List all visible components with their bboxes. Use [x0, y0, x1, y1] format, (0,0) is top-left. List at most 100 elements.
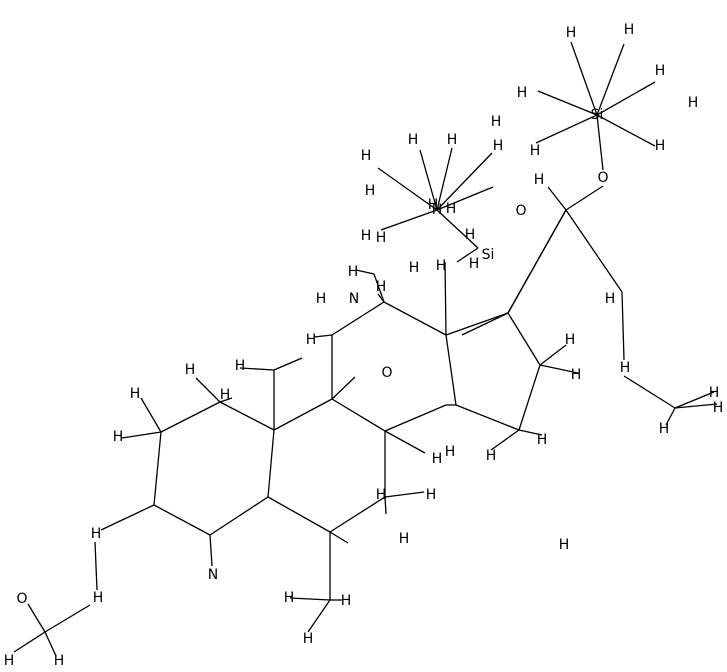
atom-label-h: H	[426, 487, 437, 503]
atom-label-o: H	[620, 360, 631, 376]
atom-label-h: O	[16, 591, 27, 607]
atom-label-h: H	[284, 590, 295, 606]
bond-line	[436, 152, 493, 211]
atom-label-h: H	[235, 358, 246, 374]
atom-label-h: H	[493, 138, 504, 154]
atom-label-h: H	[491, 114, 502, 130]
bond-line	[209, 534, 213, 567]
bond-line	[219, 401, 275, 431]
bond-line	[570, 41, 598, 116]
bond-line	[444, 261, 447, 336]
atom-label-h: H	[447, 132, 458, 148]
bond-line	[267, 429, 275, 498]
bond-line	[547, 186, 567, 211]
bond-line	[239, 367, 275, 371]
bond-line	[436, 209, 479, 249]
atom-label-h: H	[185, 362, 196, 378]
atom-label-h: H	[566, 25, 577, 41]
bond-line	[596, 81, 656, 116]
bond-line	[331, 301, 385, 336]
atom-label-h: H	[130, 386, 141, 402]
bond-line	[436, 147, 453, 211]
atom-label-h: H	[113, 429, 124, 445]
atom-label-o: H	[93, 590, 104, 606]
bond-line	[140, 397, 162, 433]
bond-line	[674, 403, 718, 409]
bond-line	[329, 496, 386, 533]
atom-label-h: H	[537, 432, 548, 448]
atom-label-h: H	[220, 387, 231, 403]
bond-line	[331, 376, 356, 400]
atom-label-h: H	[4, 653, 15, 669]
atom-label-h: H	[559, 537, 570, 553]
bond-line	[461, 312, 509, 336]
atom-label-h: H	[709, 385, 720, 401]
bond-line	[307, 599, 331, 633]
bond-line	[384, 491, 425, 498]
atom-label-h: H	[446, 201, 457, 217]
bond-line	[44, 604, 91, 633]
bond-line	[195, 377, 221, 403]
atom-label-h: H	[428, 197, 439, 213]
bond-line	[596, 43, 625, 116]
atom-label-h: N	[208, 567, 218, 583]
atom-label-h: H	[655, 63, 666, 79]
atom-label-h: H	[465, 227, 476, 243]
bond-line	[539, 364, 579, 374]
atom-label-h: H	[713, 400, 724, 416]
atom-label-h: H	[659, 421, 670, 437]
bond-line	[219, 397, 233, 403]
atom-label-h: H	[445, 444, 456, 460]
bond-line	[160, 401, 221, 433]
bond-line	[419, 149, 438, 211]
atom-label-h: H	[376, 279, 387, 295]
atom-label-h: H	[408, 132, 419, 148]
atom-label-h: H	[316, 291, 327, 307]
bond-line	[44, 631, 57, 657]
bond-line	[674, 391, 715, 409]
atom-label-h: O	[515, 203, 526, 219]
bond-line	[445, 334, 457, 406]
bond-line	[507, 209, 567, 314]
bond-line	[384, 404, 447, 432]
bond-line	[518, 364, 541, 431]
atom-label-h: H	[361, 228, 372, 244]
atom-label-h: H	[432, 451, 443, 467]
bond-line	[100, 504, 155, 531]
bond-line	[153, 431, 162, 506]
bond-line	[436, 186, 494, 211]
bond-line	[537, 90, 598, 116]
bond-line	[273, 357, 303, 371]
atom-label-h: H	[486, 448, 497, 464]
bond-line	[153, 504, 211, 536]
atom-label-h: H	[303, 631, 314, 647]
atom-label-h: H	[436, 258, 447, 274]
bond-line	[565, 209, 623, 293]
atom-label-h: H	[565, 332, 576, 348]
atom-label-h: H	[54, 653, 65, 669]
atom-label-n: H	[605, 291, 616, 307]
bond-line	[384, 496, 387, 515]
atom-label-h: H	[341, 593, 352, 609]
atom-label-h: H	[530, 143, 541, 159]
bond-line	[289, 597, 331, 601]
bond-line	[313, 334, 333, 338]
bond-line	[267, 496, 331, 533]
bond-line	[535, 114, 598, 144]
bond-line	[455, 404, 520, 431]
bond-line	[621, 291, 625, 361]
bond-line	[456, 247, 479, 263]
atom-label-h: N	[349, 291, 359, 307]
bond-line	[94, 541, 98, 591]
bond-line	[377, 167, 438, 211]
bond-line	[539, 344, 567, 366]
atom-label-h: O	[381, 365, 392, 381]
atom-label-h: H	[517, 85, 528, 101]
atom-label-si: H	[432, 202, 443, 218]
atom-label-layer: H H H H H Si H H H H O H H H H H H Si O …	[4, 22, 724, 669]
atom-label-h: H	[348, 264, 359, 280]
bond-line	[596, 114, 656, 147]
bond-line	[665, 407, 676, 426]
bond-line	[27, 603, 46, 633]
